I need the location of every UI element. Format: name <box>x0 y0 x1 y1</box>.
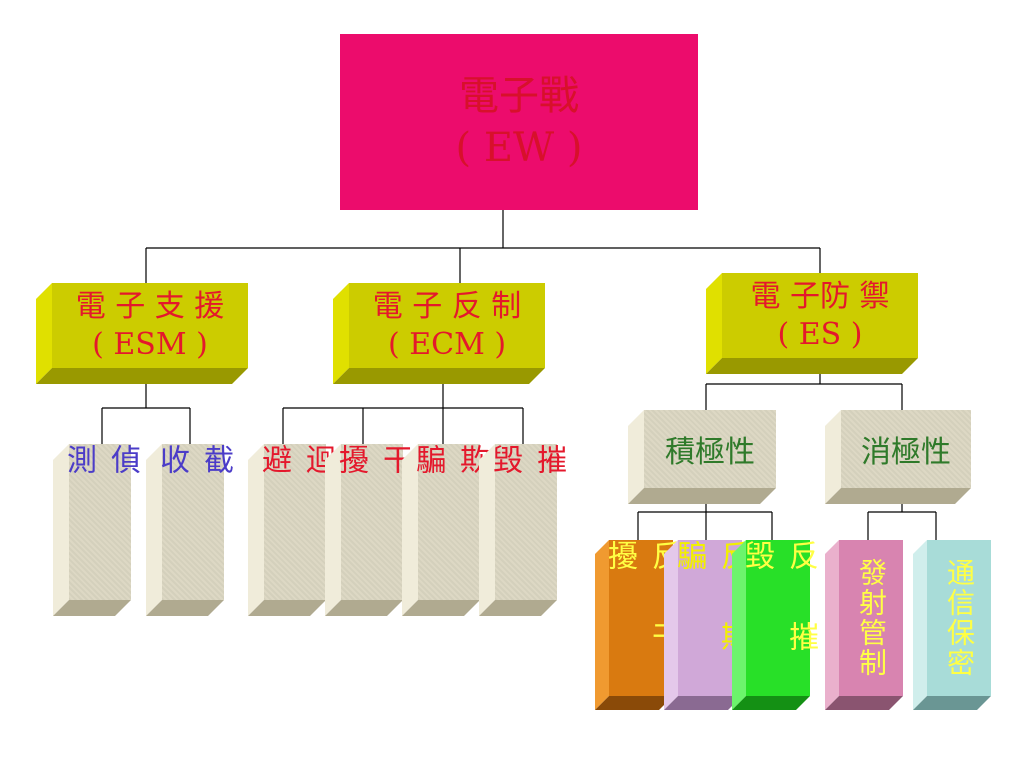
leaf-evade: 迴 避 <box>248 444 335 616</box>
branch-es: 電 子防 禦 ( ES ) <box>706 273 918 374</box>
leaf-emission-control-label: 發射管制 <box>855 558 888 678</box>
leaf-jam: 干 擾 <box>325 444 412 616</box>
root-abbrev: ( EW ) <box>455 125 583 171</box>
branch-esm-abbrev: ( ESM ) <box>92 326 208 362</box>
group-active-label: 積極性 <box>665 435 755 470</box>
group-passive-label: 消極性 <box>861 435 951 470</box>
leaf-anti-jam: 反 干 擾 <box>595 540 681 710</box>
branch-esm-title: 電 子 支 援 <box>75 288 225 324</box>
group-active: 積極性 <box>628 410 776 504</box>
branch-esm: 電 子 支 援 ( ESM ) <box>36 283 248 384</box>
leaf-emission-control: 發射管制 <box>825 540 903 710</box>
leaf-anti-deceive: 反 欺 騙 <box>664 540 750 710</box>
root-title: 電子戰 <box>459 73 579 119</box>
leaf-intercept: 截 收 <box>146 444 233 616</box>
leaf-intercept-label: 截 收 <box>154 444 233 514</box>
branch-ecm-title: 電 子 反 制 <box>372 288 522 324</box>
leaf-detect: 偵 測 <box>53 444 140 616</box>
branch-ecm-abbrev: ( ECM ) <box>387 326 507 362</box>
branch-ecm: 電 子 反 制 ( ECM ) <box>333 283 545 384</box>
leaf-anti-destroy: 反 摧 毀 <box>732 540 818 710</box>
root-node-ew: 電子戰 ( EW ) <box>340 34 698 210</box>
group-passive: 消極性 <box>825 410 971 504</box>
branch-es-abbrev: ( ES ) <box>777 316 863 352</box>
leaf-anti-destroy-label: 反 摧 毀 <box>739 540 818 659</box>
leaf-destroy: 摧 毀 <box>479 444 566 616</box>
leaf-destroy-label: 摧 毀 <box>487 444 566 514</box>
leaf-detect-label: 偵 測 <box>61 444 140 514</box>
branch-es-title: 電 子防 禦 <box>750 278 890 314</box>
leaf-comm-security: 通信保密 <box>913 540 991 710</box>
leaf-deceive: 欺 騙 <box>402 444 489 616</box>
leaf-comm-security-label: 通信保密 <box>943 558 976 678</box>
